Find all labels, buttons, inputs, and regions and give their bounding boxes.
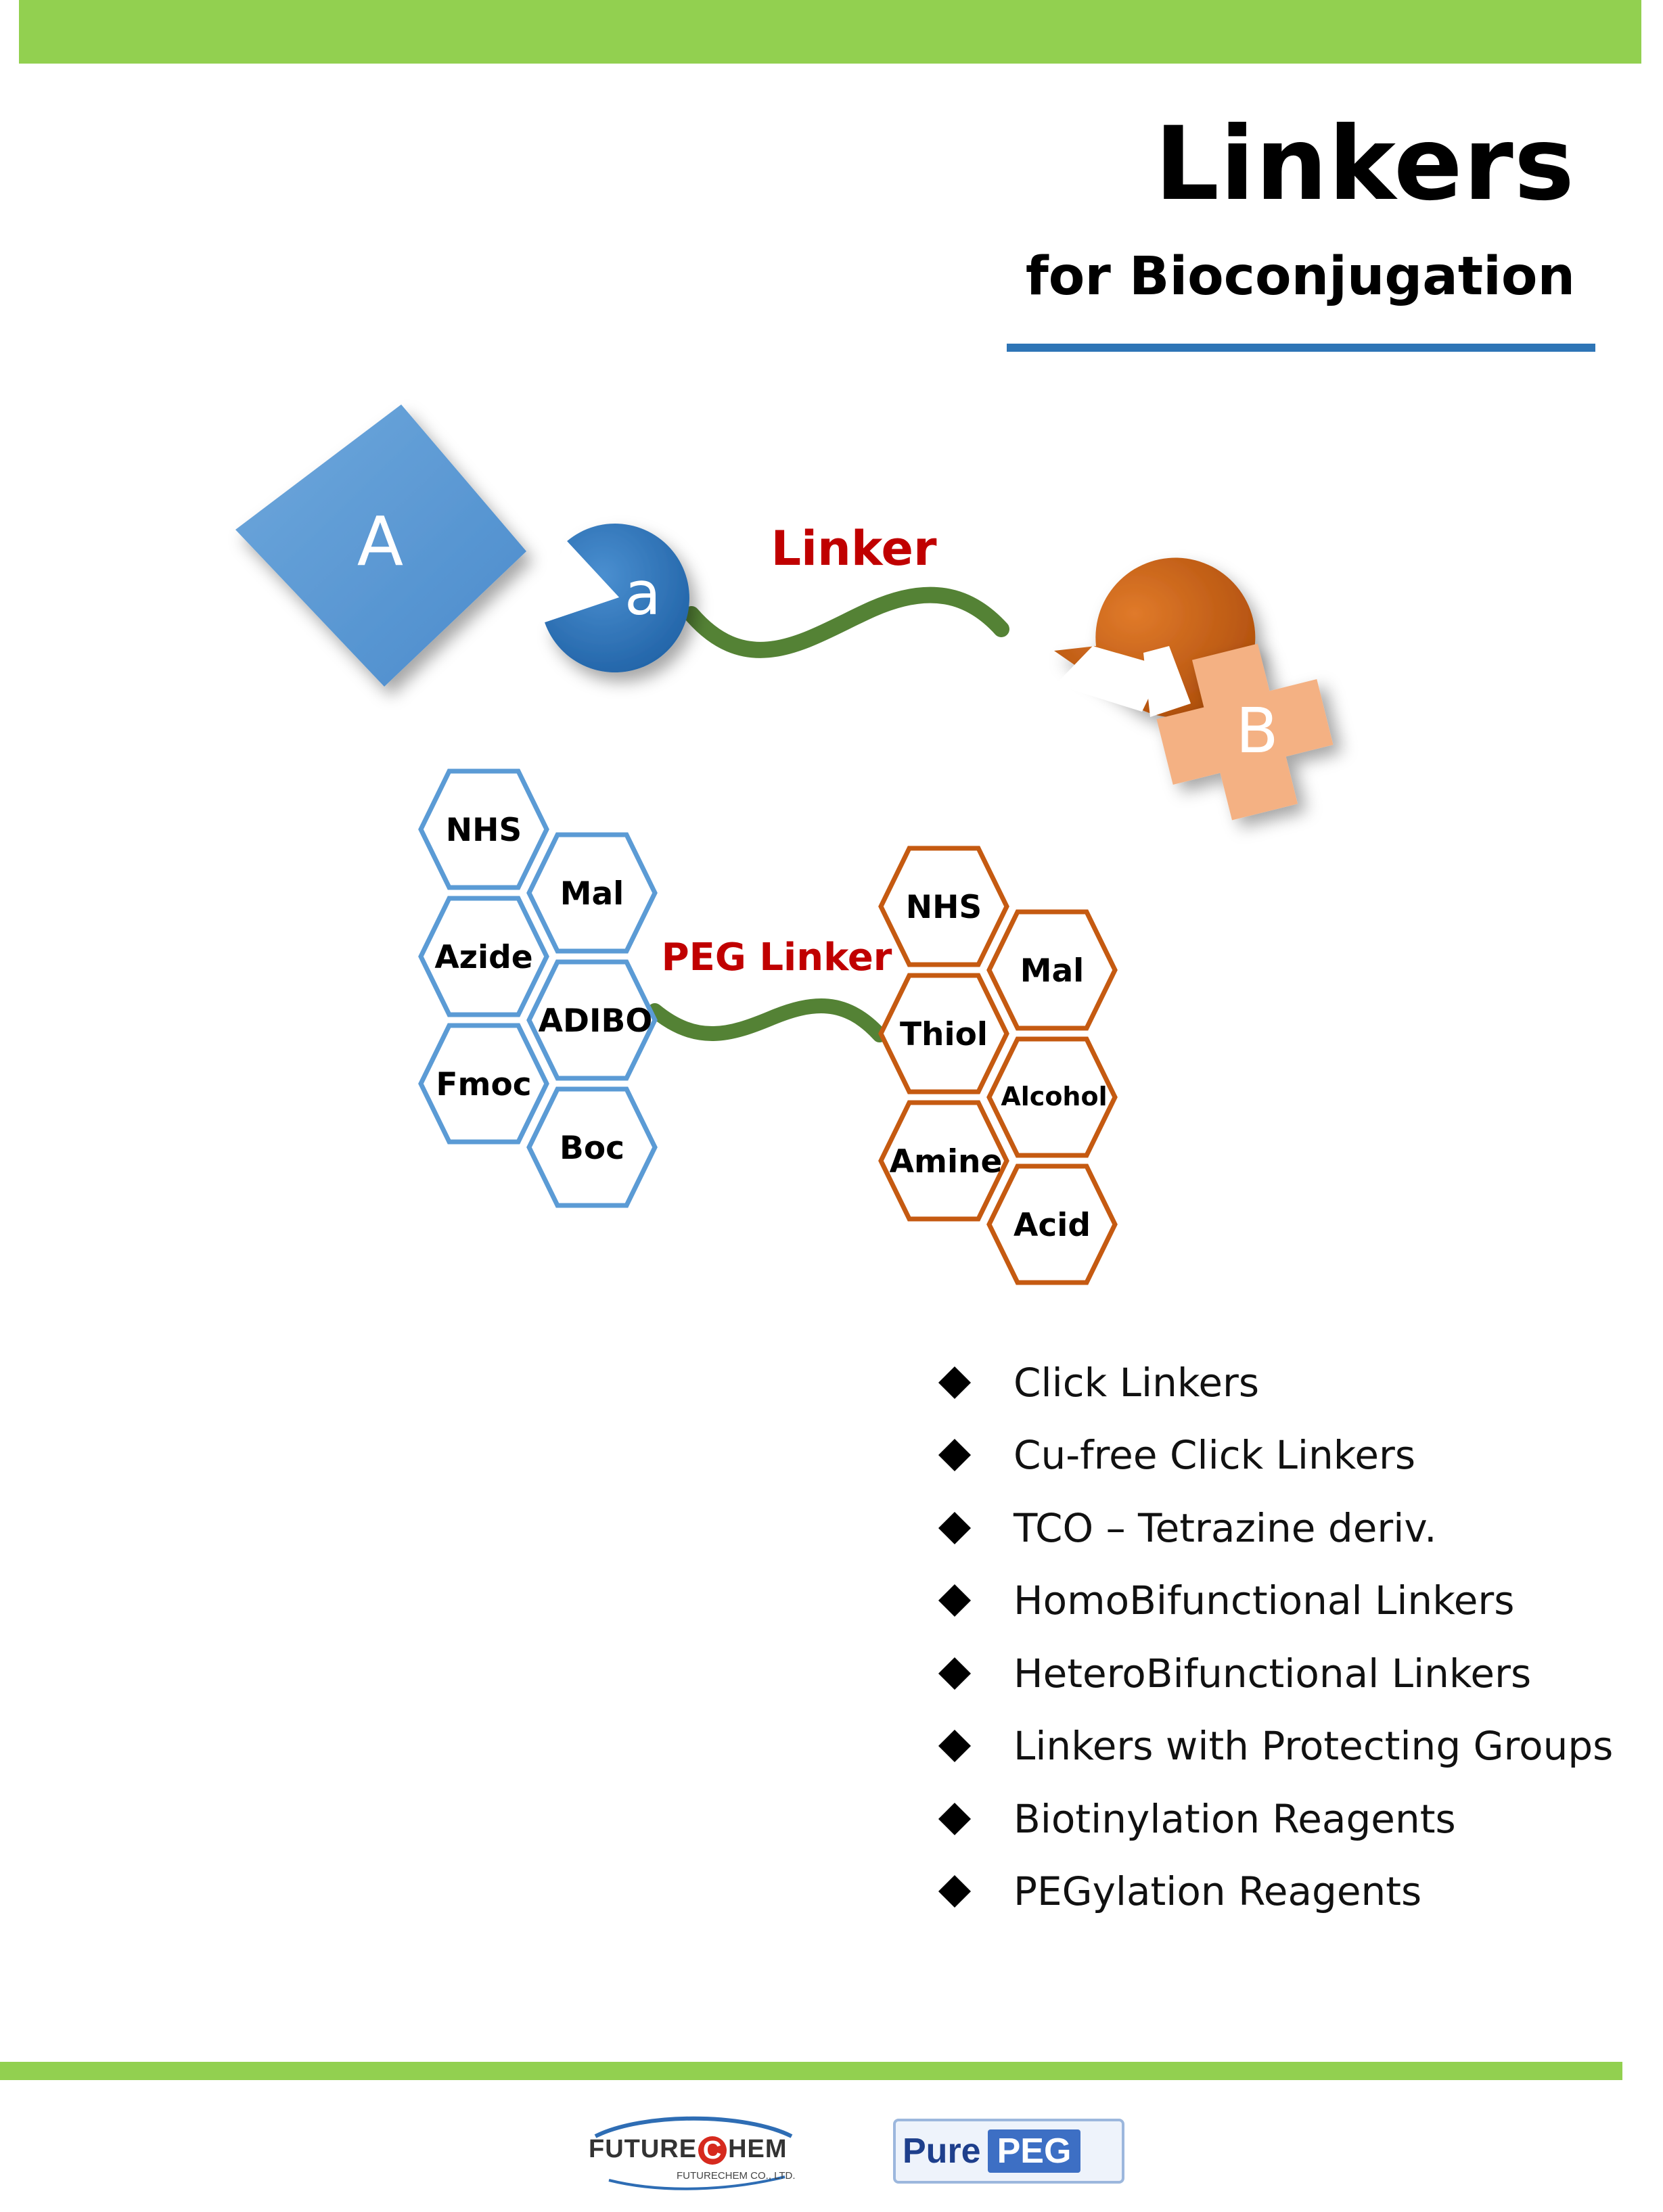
hex-right-label: Alcohol xyxy=(1001,1082,1107,1111)
hex-left-label: Fmoc xyxy=(436,1066,531,1103)
diamond-bullet-icon xyxy=(938,1511,972,1544)
right-hex-labels: NHS Mal Thiol Alcohol Amine Acid xyxy=(890,889,1108,1244)
diamond-bullet-icon xyxy=(938,1584,972,1617)
title-underline xyxy=(1007,344,1595,352)
list-item-label: Cu-free Click Linkers xyxy=(1013,1432,1416,1479)
group-b-notch xyxy=(1055,646,1164,712)
diamond-bullet-icon xyxy=(938,1439,972,1472)
group-a-label: a xyxy=(624,559,661,628)
hex-right-label: Thiol xyxy=(900,1016,988,1053)
hex-left-adibo xyxy=(526,959,658,1081)
group-b-label: b xyxy=(1004,618,1042,687)
peg-linker-wave xyxy=(647,998,887,1042)
bioconjugation-diagram: A Linker a b B PEG Linker NHS Mal Azide … xyxy=(235,405,1334,1285)
list-item: Cu-free Click Linkers xyxy=(934,1419,1613,1492)
peg-linker-label: PEG Linker xyxy=(662,936,892,980)
top-green-bar xyxy=(19,0,1641,64)
group-a-notch xyxy=(531,541,619,622)
hex-right-label: Amine xyxy=(890,1143,1003,1180)
hex-right-alcohol xyxy=(986,1036,1118,1158)
diamond-bullet-icon xyxy=(938,1875,972,1908)
list-item-label: HeteroBifunctional Linkers xyxy=(1013,1650,1532,1697)
diamond-bullet-icon xyxy=(938,1802,972,1835)
right-hex-cluster xyxy=(878,846,1118,1285)
shape-a xyxy=(235,405,526,687)
list-item-label: Click Linkers xyxy=(1013,1359,1260,1406)
bottom-green-bar xyxy=(0,2062,1622,2080)
product-list: Click Linkers Cu-free Click Linkers TCO … xyxy=(934,1346,1613,1928)
hex-left-label: Azide xyxy=(434,939,532,976)
list-item-label: Biotinylation Reagents xyxy=(1013,1795,1456,1842)
hex-right-thiol xyxy=(878,973,1009,1095)
list-item: TCO – Tetrazine deriv. xyxy=(934,1492,1613,1565)
hex-right-label: Acid xyxy=(1013,1207,1091,1244)
list-item: PEGylation Reagents xyxy=(934,1856,1613,1929)
hex-left-label: Boc xyxy=(560,1130,624,1167)
shape-b-label: B xyxy=(1235,695,1278,767)
purepeg-logo: Pure PEG xyxy=(893,2119,1124,2184)
left-hex-cluster xyxy=(418,768,658,1208)
list-item: Linkers with Protecting Groups xyxy=(934,1710,1613,1783)
diamond-bullet-icon xyxy=(938,1730,972,1763)
hex-left-label: NHS xyxy=(446,812,522,849)
left-hex-labels: NHS Mal Azide ADIBO Fmoc Boc xyxy=(434,812,652,1167)
page-subtitle: for Bioconjugation xyxy=(1025,246,1575,307)
list-item: HeteroBifunctional Linkers xyxy=(934,1637,1613,1710)
hex-right-label: Mal xyxy=(1020,952,1085,990)
linker-wave xyxy=(683,586,1009,658)
list-item-label: PEGylation Reagents xyxy=(1013,1868,1422,1915)
hex-right-amine xyxy=(878,1100,1009,1222)
shape-a-label: A xyxy=(357,502,403,581)
list-item: Click Linkers xyxy=(934,1346,1613,1419)
purepeg-peg: PEG xyxy=(987,2129,1081,2173)
shape-b-notch xyxy=(1143,646,1191,717)
linker-label: Linker xyxy=(771,521,937,576)
hex-left-boc xyxy=(526,1086,658,1208)
group-a xyxy=(545,524,689,673)
purepeg-pure: Pure xyxy=(903,2132,981,2171)
diamond-bullet-icon xyxy=(938,1657,972,1690)
hex-right-label: NHS xyxy=(906,889,982,926)
hex-left-label: ADIBO xyxy=(539,1003,653,1040)
diamond-bullet-icon xyxy=(938,1366,972,1399)
list-item: HomoBifunctional Linkers xyxy=(934,1565,1613,1638)
list-item-label: Linkers with Protecting Groups xyxy=(1013,1723,1614,1770)
list-item: Biotinylation Reagents xyxy=(934,1782,1613,1856)
hex-right-mal xyxy=(986,909,1118,1031)
futurechem-suffix: HEM xyxy=(728,2135,788,2163)
list-item-label: HomoBifunctional Linkers xyxy=(1013,1577,1515,1624)
hex-right-nhs xyxy=(878,846,1009,967)
logo-swoosh-icon xyxy=(594,2116,793,2190)
hex-left-mal xyxy=(526,832,658,954)
hex-left-nhs xyxy=(418,768,549,890)
hex-left-label: Mal xyxy=(560,875,624,913)
futurechem-subtext: FUTURECHEM CO., LTD. xyxy=(677,2170,796,2182)
list-item-label: TCO – Tetrazine deriv. xyxy=(1013,1504,1437,1551)
page-title: Linkers xyxy=(1154,106,1575,223)
futurechem-prefix: FUTURE xyxy=(589,2135,698,2163)
futurechem-c: C xyxy=(698,2136,727,2165)
hex-left-azide xyxy=(418,896,549,1017)
hex-left-fmoc xyxy=(418,1023,549,1145)
shape-b xyxy=(1156,643,1334,821)
hex-right-acid xyxy=(986,1163,1118,1285)
